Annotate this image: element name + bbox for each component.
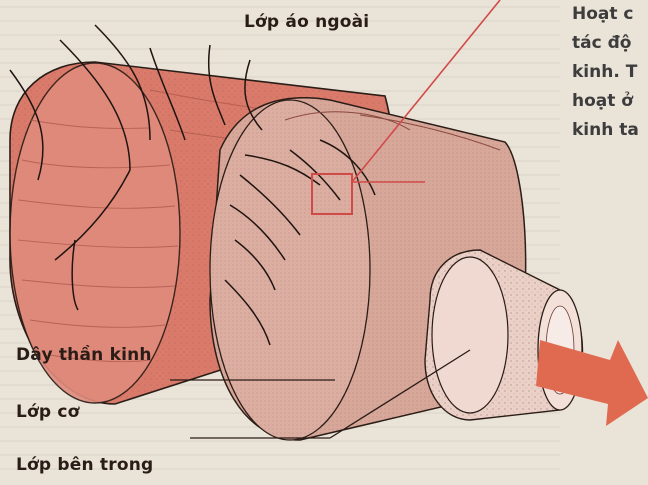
side-text-line: Hoạt c: [572, 0, 639, 29]
side-text-line: kinh. T: [572, 58, 639, 87]
label-inner-layer: Lớp bên trong: [16, 455, 153, 475]
side-paragraph: Hoạt c tác độ kinh. T hoạt ở kinh ta: [572, 0, 639, 145]
label-nerve-fibers: Dây thần kinh: [16, 345, 152, 365]
side-text-line: kinh ta: [572, 116, 639, 145]
label-outer-coat: Lớp áo ngoài: [244, 12, 369, 32]
label-muscle-layer: Lớp cơ: [16, 402, 80, 422]
side-text-line: tác độ: [572, 29, 639, 58]
side-text-line: hoạt ở: [572, 87, 639, 116]
